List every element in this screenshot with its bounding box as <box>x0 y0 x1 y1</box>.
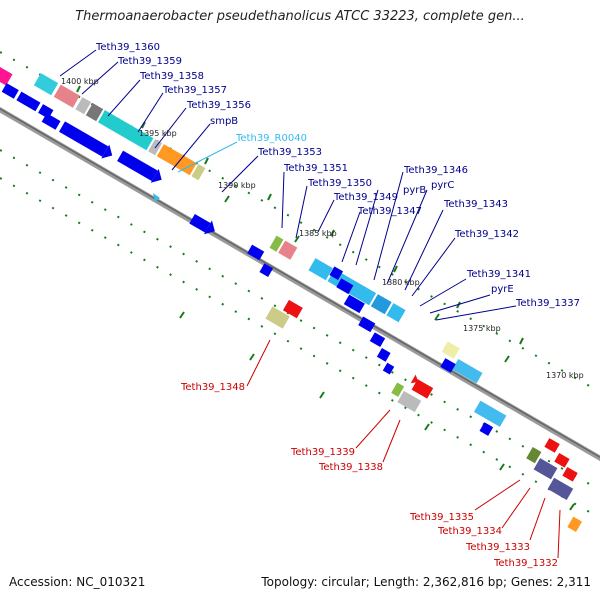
label-callouts-rna <box>177 141 238 173</box>
genome-info-text: Topology: circular; Length: 2,362,816 bp… <box>261 575 591 589</box>
rna-label: Teth39_R0040 <box>235 133 307 144</box>
map-title: Thermoanaerobacter pseudethanolicus ATCC… <box>75 9 525 24</box>
gene-label: Teth39_1358 <box>139 71 204 82</box>
kbp-label-1400: 1400 kbp <box>61 77 99 86</box>
gene-label: Teth39_1337 <box>515 298 580 309</box>
gene-label: Teth39_1333 <box>465 542 530 553</box>
kbp-label-1395: 1395 kbp <box>139 129 177 138</box>
gene-label: Teth39_1347 <box>357 206 422 217</box>
gene-label: Teth39_1341 <box>466 269 531 280</box>
gene-label: pyrE <box>491 284 514 295</box>
gene-label: Teth39_1360 <box>95 42 160 53</box>
genome-backbone <box>0 106 600 462</box>
tick-marks <box>76 85 575 511</box>
reverse-gene-labels: Teth39_1348 Teth39_1339 Teth39_1338 Teth… <box>180 382 558 569</box>
gene-label: Teth39_1346 <box>403 165 468 176</box>
kbp-label-1375: 1375 kbp <box>463 324 501 333</box>
accession-text: Accession: NC_010321 <box>9 575 146 589</box>
gene-label: Teth39_1343 <box>443 199 508 210</box>
gene-label: Teth39_1351 <box>283 163 348 174</box>
gene-label: Teth39_1357 <box>162 85 227 96</box>
reverse-genes <box>265 299 582 532</box>
gene-label: smpB <box>210 116 238 127</box>
kbp-labels: 1400 kbp 1395 kbp 1390 kbp 1385 kbp 1380… <box>61 77 584 380</box>
gene-label: Teth39_1335 <box>409 512 474 523</box>
gene-label: Teth39_1338 <box>318 462 383 473</box>
gene-label: Teth39_1332 <box>493 558 558 569</box>
label-callouts-reverse <box>246 339 561 559</box>
kbp-label-1370: 1370 kbp <box>546 371 584 380</box>
forward-gene-labels: Teth39_1360 Teth39_1359 Teth39_1358 Teth… <box>95 42 580 309</box>
gene-label: Teth39_1342 <box>454 229 519 240</box>
gene-label: Teth39_1334 <box>437 526 502 537</box>
gene-label: pyrB <box>403 185 426 196</box>
gene-label: Teth39_1356 <box>186 100 251 111</box>
gene-label: Teth39_1353 <box>257 147 322 158</box>
forward-genes-outer <box>0 65 507 427</box>
gene-label: Teth39_1359 <box>117 56 182 67</box>
gene-label: pyrC <box>431 180 454 191</box>
label-callouts-forward <box>59 49 517 321</box>
kbp-label-1380: 1380 kbp <box>382 278 420 287</box>
gene-label: Teth39_1350 <box>307 178 372 189</box>
kbp-label-1390: 1390 kbp <box>218 181 256 190</box>
gene-label: Teth39_1348 <box>180 382 245 393</box>
gene-label: Teth39_1349 <box>333 192 398 203</box>
forward-genes-inner <box>1 83 494 436</box>
kbp-label-1385: 1385 kbp <box>299 229 337 238</box>
gene-label: Teth39_1339 <box>290 447 355 458</box>
